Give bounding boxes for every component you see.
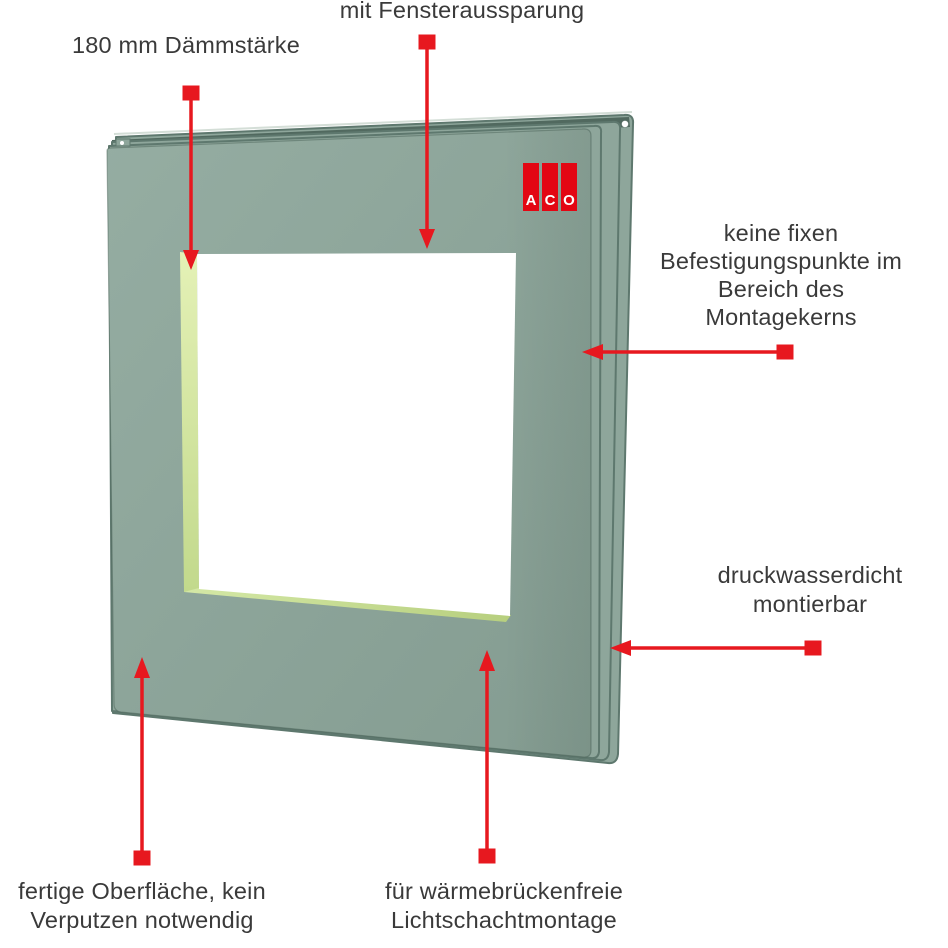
arrowhead-icon: [610, 640, 631, 656]
arrow-surface: [133, 657, 151, 866]
annotation-arrows: [133, 34, 822, 866]
corner-hole-icon: [621, 120, 629, 128]
logo-letter: C: [545, 192, 556, 209]
panel-top-highlight: [113, 111, 633, 135]
arrowhead-icon: [183, 250, 199, 270]
label-surface: fertige Oberfläche, kein Verputzen notwe…: [18, 878, 266, 933]
logo-letter: A: [526, 192, 537, 209]
arrow-marker-square: [478, 848, 496, 864]
arrow-no-fixings: [582, 344, 794, 360]
label-insulation: 180 mm Dämmstärke: [71, 32, 300, 58]
arrow-watertight: [610, 640, 822, 656]
label-thermal: für wärmebrückenfreie Lichtschachtmontag…: [385, 878, 623, 933]
window-cutout-group: [180, 252, 516, 622]
logo-letter: O: [563, 192, 575, 209]
arrow-marker-square: [182, 85, 200, 101]
window-reveal-bottom: [184, 588, 511, 622]
corner-hole-small-icon: [120, 141, 124, 145]
logo-bar: [523, 163, 539, 211]
arrow-marker-square: [133, 850, 151, 866]
arrowhead-icon: [582, 344, 603, 360]
arrow-insulation: [182, 85, 200, 270]
window-reveal-left: [180, 252, 199, 592]
arrowhead-icon: [134, 657, 150, 678]
arrow-window-cutout: [418, 34, 436, 249]
label-window-cutout: mit Fensteraussparung: [339, 0, 585, 23]
label-watertight: druckwasserdicht montierbar: [717, 562, 903, 617]
arrow-marker-square: [418, 34, 436, 50]
logo-bar: [561, 163, 577, 211]
arrowhead-icon: [419, 229, 435, 249]
arrowhead-icon: [479, 650, 495, 671]
logo-bar: [542, 163, 558, 211]
window-cutout: [197, 253, 516, 616]
aco-logo: A C O: [523, 163, 577, 211]
arrow-thermal: [478, 650, 496, 864]
label-no-fixings: keine fixen Befestigungspunkte im Bereic…: [660, 220, 902, 330]
